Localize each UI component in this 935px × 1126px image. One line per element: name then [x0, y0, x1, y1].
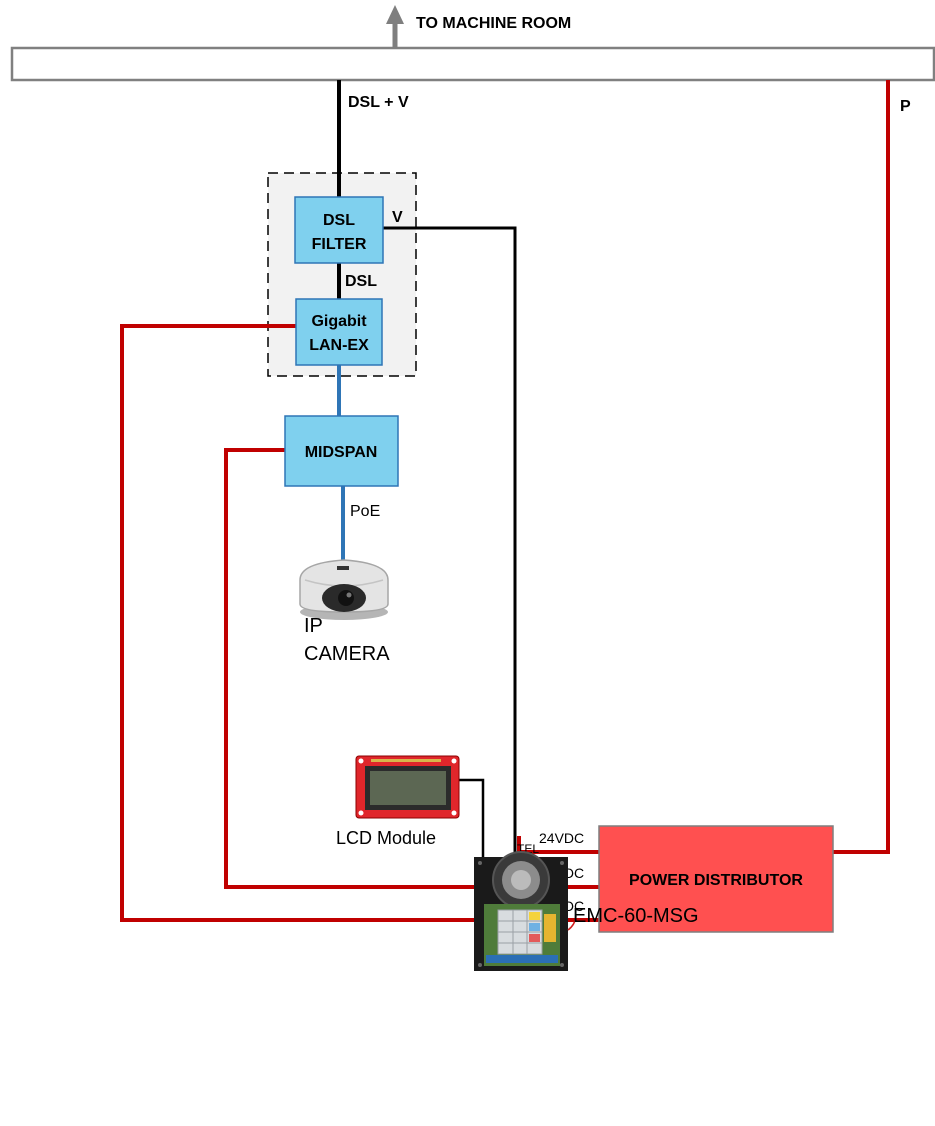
dsl-v-label: DSL + V [348, 94, 409, 111]
trunk-duct [10, 46, 935, 82]
power-distributor-box [598, 825, 834, 933]
p-power-wire [833, 80, 890, 854]
machine-room-label: TO MACHINE ROOM [416, 15, 571, 32]
emc-device-icon [474, 851, 577, 971]
lcd-wire [458, 778, 485, 862]
dsl-filter-line1: DSL [323, 212, 355, 229]
midspan-label: MIDSPAN [305, 444, 378, 461]
v-label: V [392, 209, 403, 226]
power-distributor-label: POWER DISTRIBUTOR [629, 872, 803, 889]
ip-camera-label-1: IP [304, 615, 323, 637]
voice-wire [383, 226, 517, 856]
lcd-module-label: LCD Module [336, 828, 436, 848]
emc-device-label: EMC-60-MSG [573, 905, 699, 927]
lan-ex-line2: LAN-EX [309, 337, 369, 354]
dsl-filter-box [294, 196, 384, 264]
p-label: P [900, 98, 911, 115]
vdc12-wire [120, 324, 599, 922]
lan-ex-box [295, 298, 383, 366]
vdc48-wire [224, 448, 599, 889]
lan-ex-line1: Gigabit [311, 313, 367, 330]
poe-label: PoE [350, 503, 380, 520]
lcd-module-icon [355, 755, 460, 819]
up-arrow-icon [386, 5, 404, 24]
dsl-label: DSL [345, 273, 377, 290]
ip-camera-label-2: CAMERA [304, 643, 390, 665]
midspan-box [284, 415, 399, 487]
ip-camera-icon [299, 559, 389, 620]
dsl-filter-line2: FILTER [312, 236, 367, 253]
vdc24-label: 24VDC [539, 830, 584, 846]
